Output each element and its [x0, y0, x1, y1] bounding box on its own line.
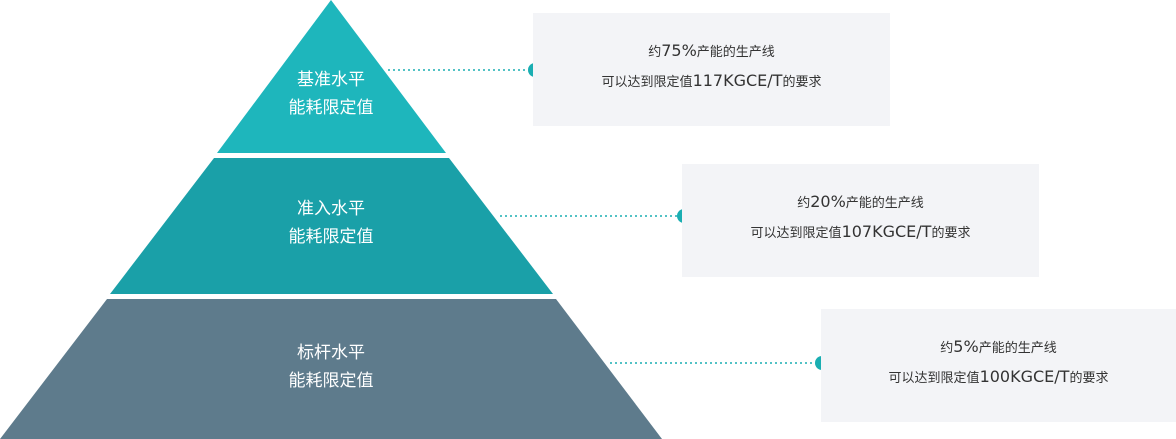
info-box-1-suffix: 产能的生产线 [696, 45, 775, 60]
info-box-2-text: 可以达到限定值 [750, 226, 842, 241]
tier-1-label: 基准水平 能耗限定值 [231, 66, 431, 122]
info-box-1-line-2: 可以达到限定值117KGCE/T的要求 [533, 71, 890, 90]
tier-1-title: 基准水平 [297, 70, 365, 90]
info-box-1-text: 可以达到限定值 [601, 75, 693, 90]
info-box-1-percent: 75% [661, 41, 697, 60]
pyramid-tier-2 [110, 158, 553, 294]
info-box-2-tail: 的要求 [931, 226, 971, 241]
info-box-2-percent: 20% [810, 192, 846, 211]
tier-2-label: 准入水平 能耗限定值 [231, 195, 431, 251]
info-box-3-value: 100KGCE/T [979, 367, 1070, 386]
info-box-1-value: 117KGCE/T [692, 71, 783, 90]
pyramid-tier-1 [217, 0, 446, 153]
info-box-2-suffix: 产能的生产线 [845, 196, 924, 211]
info-box-3-suffix: 产能的生产线 [978, 341, 1057, 356]
tier-2-subtitle: 能耗限定值 [288, 227, 374, 247]
info-box-3-text: 可以达到限定值 [888, 371, 980, 386]
tier-1-subtitle: 能耗限定值 [288, 98, 374, 118]
info-box-3-line-1: 约5%产能的生产线 [821, 337, 1176, 356]
pyramid-tier-3 [0, 299, 662, 439]
info-box-1-line-1: 约75%产能的生产线 [533, 41, 890, 60]
tier-2-title: 准入水平 [297, 199, 365, 219]
info-box-1-tail: 的要求 [782, 75, 822, 90]
info-box-3-tail: 的要求 [1069, 371, 1109, 386]
info-box-2-value: 107KGCE/T [841, 222, 932, 241]
info-box-2-prefix: 约 [797, 196, 811, 211]
tier-3-subtitle: 能耗限定值 [288, 371, 374, 391]
info-box-1-prefix: 约 [648, 45, 662, 60]
info-box-3: 约5%产能的生产线 可以达到限定值100KGCE/T的要求 [821, 309, 1176, 422]
info-box-3-line-2: 可以达到限定值100KGCE/T的要求 [821, 367, 1176, 386]
tier-3-title: 标杆水平 [297, 343, 365, 363]
info-box-3-prefix: 约 [940, 341, 954, 356]
info-box-2-line-2: 可以达到限定值107KGCE/T的要求 [682, 222, 1039, 241]
tier-3-label: 标杆水平 能耗限定值 [231, 339, 431, 395]
info-box-2: 约20%产能的生产线 可以达到限定值107KGCE/T的要求 [682, 164, 1039, 277]
info-box-3-percent: 5% [953, 337, 979, 356]
info-box-2-line-1: 约20%产能的生产线 [682, 192, 1039, 211]
info-box-1: 约75%产能的生产线 可以达到限定值117KGCE/T的要求 [533, 13, 890, 126]
